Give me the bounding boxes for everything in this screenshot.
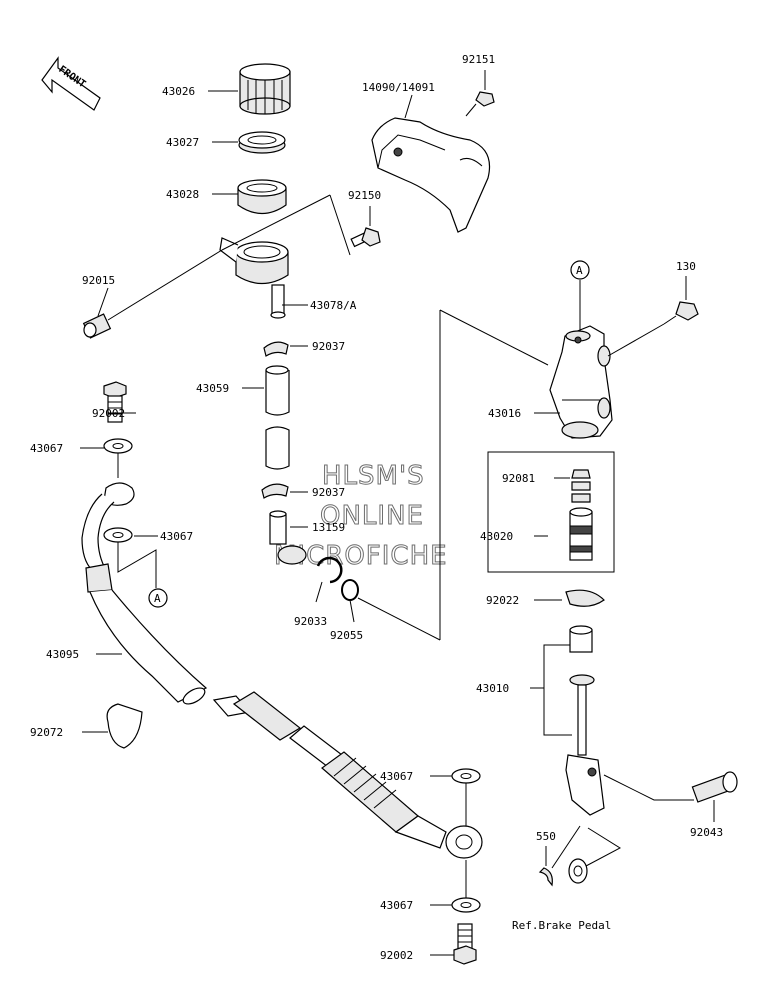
reference-note: Ref.Brake Pedal: [512, 919, 611, 932]
o-ring-92055-part: [341, 579, 359, 601]
label-92022: 92022: [486, 594, 519, 607]
band-92072-part: [106, 703, 143, 749]
label-92002-upper: 92002: [92, 407, 125, 420]
bolt-92150-part: [350, 227, 381, 248]
hose-fitting-92015-part: [82, 313, 112, 339]
spring-92081-part: [571, 469, 591, 503]
watermark-line-1: HLSM'S: [322, 461, 425, 491]
master-cylinder-part: [549, 325, 613, 439]
banjo-bolt-lower-part: [453, 923, 477, 965]
washer-43067-a-part: [103, 438, 133, 454]
label-43067-d: 43067: [380, 899, 413, 912]
leaders: [80, 70, 715, 956]
label-43067-c: 43067: [380, 770, 413, 783]
label-92037-upper: 92037: [312, 340, 345, 353]
label-92043: 92043: [690, 826, 723, 839]
label-92150: 92150: [348, 189, 381, 202]
marker-a-upper-label: A: [576, 264, 583, 277]
banjo-bolt-upper-part: [103, 381, 127, 423]
reservoir-cap-part: [239, 63, 291, 115]
label-92033: 92033: [294, 615, 327, 628]
label-14090-14091: 14090/14091: [362, 81, 435, 94]
brake-hose-part: [81, 482, 483, 859]
push-rod-part: [565, 625, 605, 816]
clamp-92037-upper-part: [263, 341, 289, 357]
front-arrow-icon: FRONT: [41, 56, 101, 111]
marker-a-lower-label: A: [154, 592, 161, 605]
label-43078a: 43078/A: [310, 299, 357, 312]
clamp-92037-lower-part: [261, 483, 289, 499]
label-43067-b: 43067: [160, 530, 193, 543]
label-43010: 43010: [476, 682, 509, 695]
label-43095: 43095: [46, 648, 79, 661]
label-43016: 43016: [488, 407, 521, 420]
washer-43067-b-part: [103, 527, 133, 543]
label-92037-lower: 92037: [312, 486, 345, 499]
watermark: HLSM'S ONLINE MICROFICHE: [274, 461, 448, 572]
washer-part: [568, 858, 588, 884]
reservoir-part: [219, 237, 289, 319]
label-92002-lower: 92002: [380, 949, 413, 962]
label-43020: 43020: [480, 530, 513, 543]
reservoir-hose-part: [265, 365, 290, 470]
label-43027: 43027: [166, 136, 199, 149]
marker-a-upper: A: [570, 260, 590, 280]
label-130: 130: [676, 260, 696, 273]
piston-part: [569, 507, 593, 561]
bolt-130-part: [607, 301, 699, 357]
watermark-line-2: ONLINE: [320, 501, 424, 531]
circlip-92022-part: [565, 589, 605, 607]
cotter-pin-550-part: [538, 867, 553, 887]
label-92081: 92081: [502, 472, 535, 485]
marker-a-lower: A: [148, 588, 168, 608]
label-43028: 43028: [166, 188, 199, 201]
washer-43067-c-part: [451, 768, 481, 784]
fitting-13159-part: [269, 510, 307, 565]
label-92055: 92055: [330, 629, 363, 642]
kit-box-43020: [487, 451, 615, 573]
cover-14090-part: [371, 117, 491, 233]
label-92015: 92015: [82, 274, 115, 287]
label-43026: 43026: [162, 85, 195, 98]
washer-43067-d-part: [451, 897, 481, 913]
bolt-92151-part: [465, 91, 495, 117]
diaphragm-part: [237, 179, 287, 215]
label-92072: 92072: [30, 726, 63, 739]
label-13159: 13159: [312, 521, 345, 534]
pin-92043-part: [691, 771, 738, 803]
label-92151: 92151: [462, 53, 495, 66]
label-43059: 43059: [196, 382, 229, 395]
label-550: 550: [536, 830, 556, 843]
label-43067-a: 43067: [30, 442, 63, 455]
diaphragm-plate-part: [238, 131, 286, 154]
circlip-92033-part: [316, 556, 343, 584]
